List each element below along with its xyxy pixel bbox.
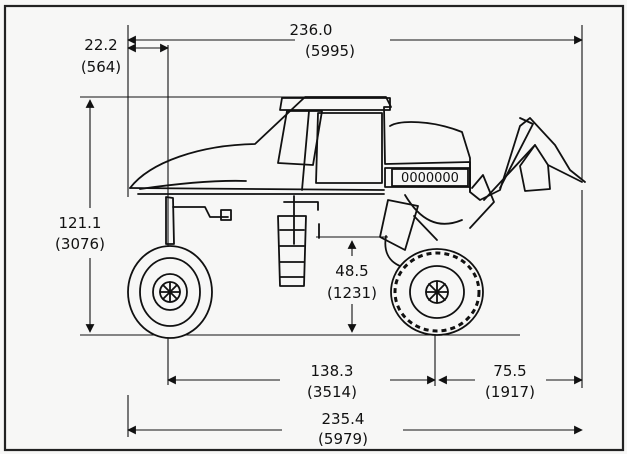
height-in: 121.1 bbox=[59, 214, 102, 232]
sprayer-machine-illustration: 0000000 bbox=[127, 96, 586, 339]
ground-clearance-dimension: 48.5 (1231) bbox=[316, 236, 388, 333]
front-overhang-in: 22.2 bbox=[84, 36, 117, 54]
wheelbase-mm: (3514) bbox=[307, 383, 357, 401]
wheelbase-dimension: 138.3 (3514) bbox=[167, 300, 436, 401]
overall-length-dimension: 235.4 (5979) bbox=[127, 395, 583, 448]
body-serial-text: 0000000 bbox=[401, 171, 459, 186]
drawing-frame bbox=[3, 4, 625, 452]
overall-length-in: 235.4 bbox=[322, 410, 365, 428]
clearance-in: 48.5 bbox=[335, 262, 368, 280]
front-overhang-mm: (564) bbox=[81, 58, 121, 76]
overall-length-mm: (5979) bbox=[318, 430, 368, 448]
clearance-mm: (1231) bbox=[327, 284, 377, 302]
wheelbase-in: 138.3 bbox=[311, 362, 354, 380]
rear-overhang-in: 75.5 bbox=[493, 362, 526, 380]
overall-width-dimension: 236.0 (5995) bbox=[127, 21, 583, 197]
height-mm: (3076) bbox=[55, 235, 105, 253]
front-overhang-dimension: 22.2 (564) bbox=[81, 36, 169, 385]
rear-overhang-mm: (1917) bbox=[485, 383, 535, 401]
body-serial-box: 0000000 bbox=[391, 168, 469, 187]
overall-width-mm: (5995) bbox=[305, 42, 355, 60]
front-wheel bbox=[127, 245, 213, 339]
rear-wheel bbox=[390, 248, 484, 336]
rear-overhang-dimension: 75.5 (1917) bbox=[438, 190, 583, 401]
overall-width-in: 236.0 bbox=[290, 21, 333, 39]
